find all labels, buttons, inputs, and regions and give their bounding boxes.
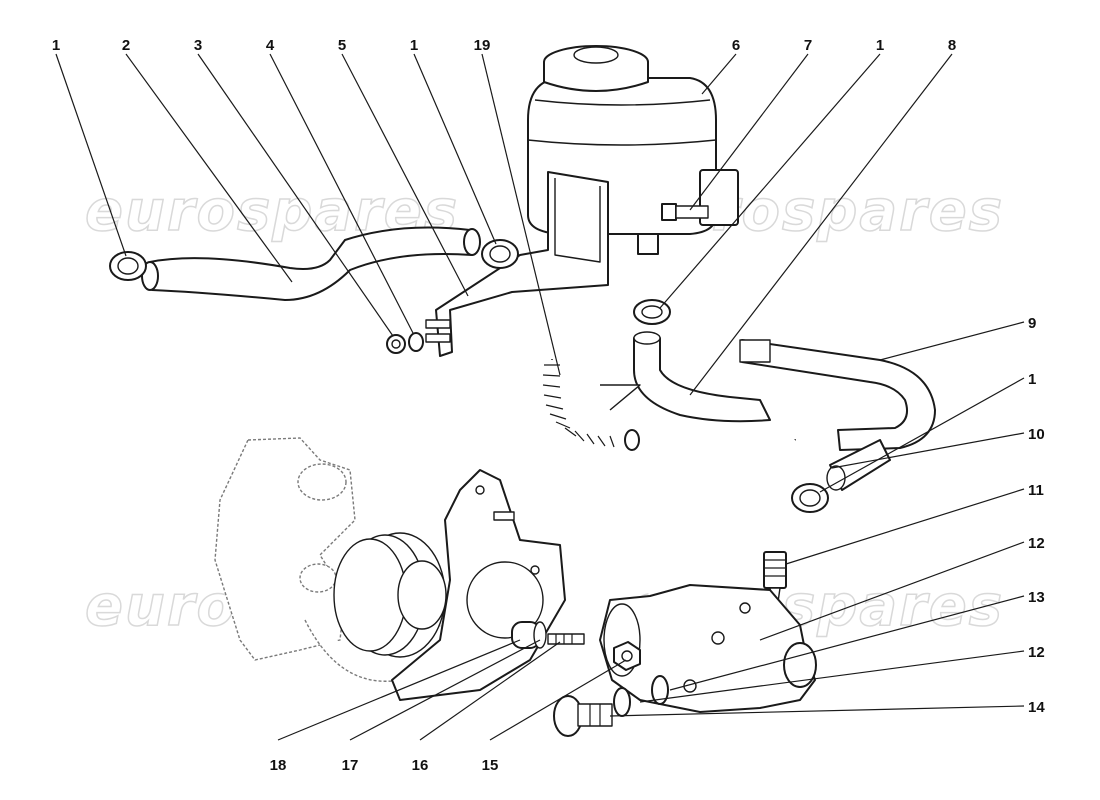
callout-3: 3 [194,37,202,54]
callout-1-third: 1 [876,37,884,54]
sealing-washers-12 [613,675,669,717]
callout-15: 15 [482,757,499,774]
water-pump-housing [214,437,401,682]
callout-labels: 1 2 3 4 5 1 19 6 7 1 8 9 1 10 11 12 13 1… [52,37,1046,774]
bolt-7 [661,203,709,221]
nut-3 [386,334,406,354]
callout-16: 16 [412,757,429,774]
callout-10: 10 [1028,426,1045,443]
spacer-18 [511,621,547,649]
leader-lines [55,53,1025,741]
callout-4: 4 [266,37,275,54]
reservoir-bracket [435,171,609,357]
stud-16 [547,633,585,645]
callout-6: 6 [732,37,740,54]
callout-2: 2 [122,37,130,54]
washer-4 [408,332,424,352]
callout-1: 1 [52,37,60,54]
callout-12-second: 12 [1028,644,1045,661]
callout-13: 13 [1028,589,1045,606]
callout-9: 9 [1028,315,1036,332]
pulley [333,532,447,658]
callout-5: 5 [338,37,346,54]
callout-19: 19 [474,37,491,54]
callout-8: 8 [948,37,956,54]
hose-clamp-1a [109,251,147,281]
callout-1-fourth: 1 [1028,371,1036,388]
callout-18: 18 [270,757,287,774]
suction-hose-8 [600,331,771,423]
nut-15 [613,641,641,671]
coiled-hose-19 [542,359,640,451]
banjo-bolt-14 [553,695,613,737]
hose-clamp-1d [791,483,829,513]
callout-11: 11 [1028,482,1044,499]
callout-1-second: 1 [410,37,418,54]
callout-12: 12 [1028,535,1045,552]
callout-14: 14 [1028,699,1045,716]
callout-7: 7 [804,37,812,54]
callout-17: 17 [342,757,359,774]
stud-bolts [425,319,451,343]
hose-clamp-1b [481,239,519,269]
